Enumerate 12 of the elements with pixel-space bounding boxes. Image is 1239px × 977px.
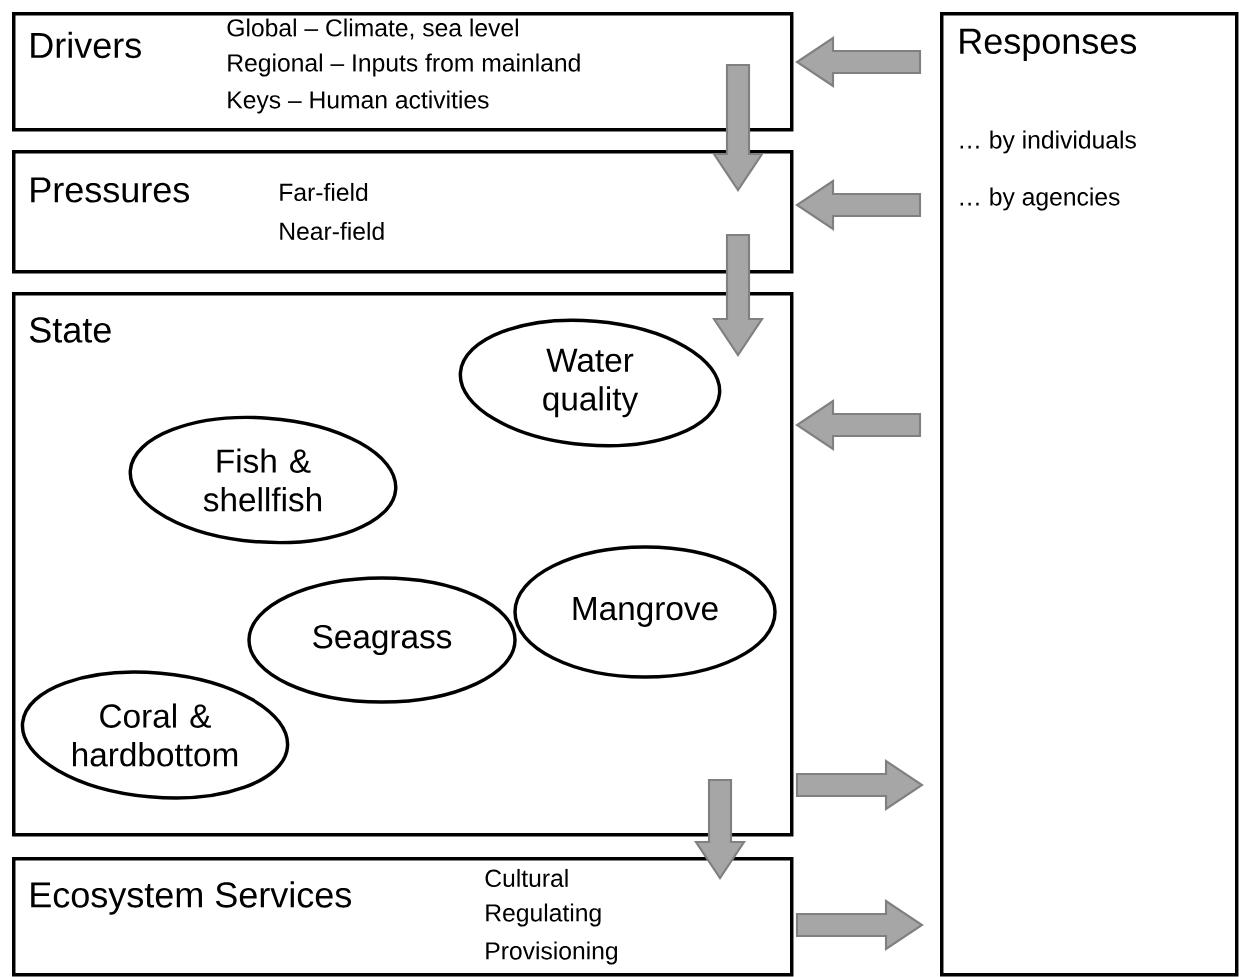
block-arrow	[795, 179, 922, 231]
pressures-box: Pressures Far-field Near-field	[12, 150, 794, 274]
drivers-box: Drivers Global – Climate, sea level Regional – Inputs from mainland Keys – Human activities	[12, 12, 794, 132]
block-arrow	[795, 759, 924, 811]
block-arrow	[712, 233, 764, 357]
services-box: Ecosystem Services Cultural Regulating Provisioning	[12, 857, 794, 977]
block-arrow	[694, 778, 746, 880]
block-arrow	[712, 63, 764, 192]
block-arrow	[795, 899, 924, 951]
responses-box: Responses … by individuals … by agencies	[940, 12, 1239, 977]
block-arrow	[795, 399, 922, 451]
block-arrow	[795, 36, 922, 88]
